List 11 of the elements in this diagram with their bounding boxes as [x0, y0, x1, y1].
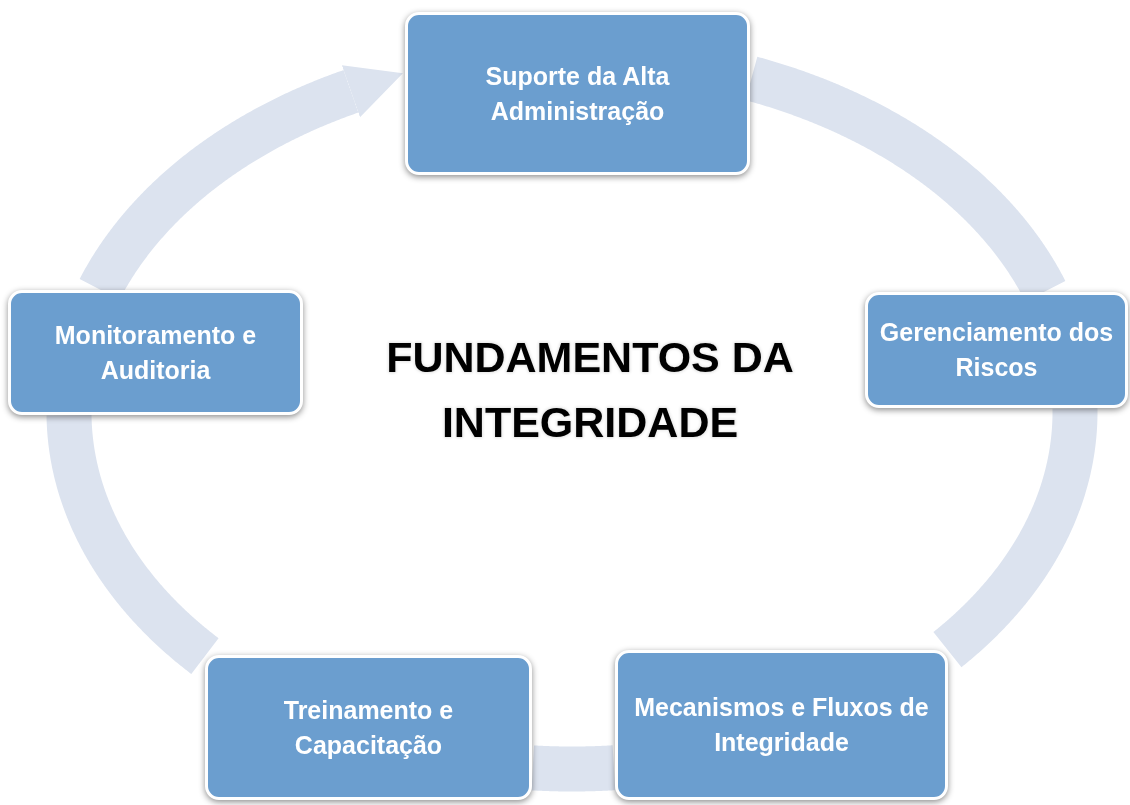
- box-label: Suporte da Alta Administração: [484, 60, 671, 127]
- box-label: Treinamento e Capacitação: [282, 694, 455, 761]
- diagram-title: FUNDAMENTOS DA INTEGRIDADE: [385, 332, 795, 448]
- process-box: [205, 655, 532, 800]
- process-box: [615, 650, 948, 800]
- box-label: Monitoramento e Auditoria: [53, 319, 258, 386]
- box-label: Mecanismos e Fluxos de Integridade: [633, 692, 930, 758]
- box-label: Gerenciamento dos Riscos: [878, 317, 1115, 383]
- process-box: [865, 292, 1128, 408]
- process-box: [8, 290, 303, 415]
- process-box: [405, 12, 750, 175]
